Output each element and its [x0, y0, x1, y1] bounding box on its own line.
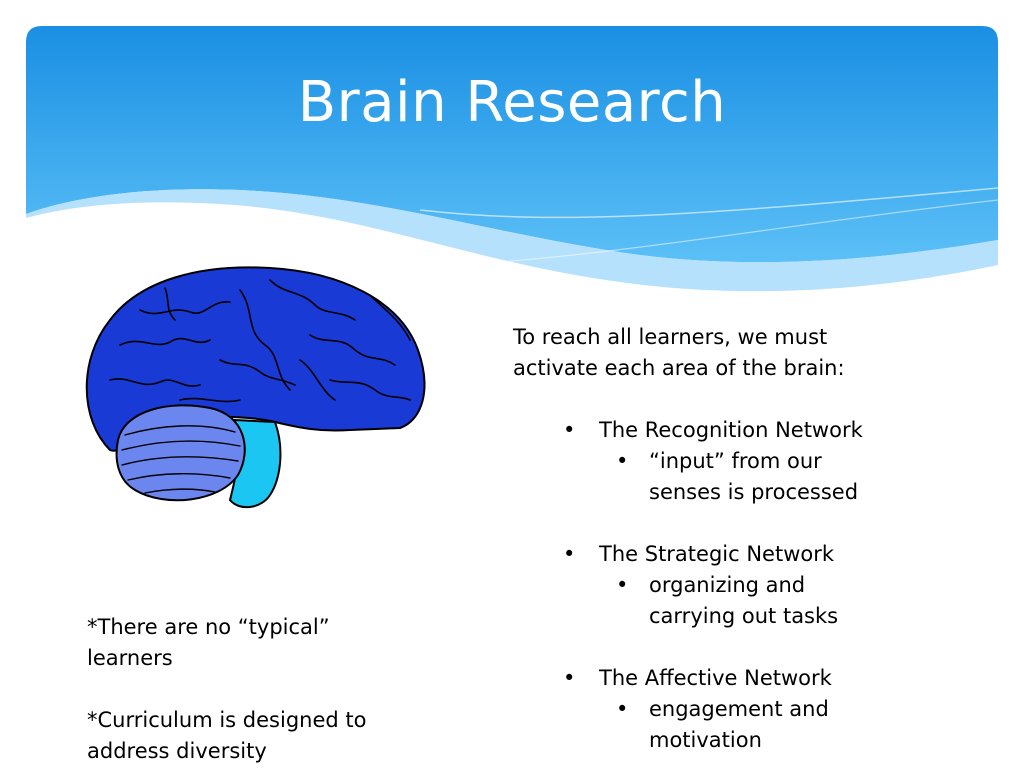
network-detail-line-2: carrying out tasks [649, 604, 839, 628]
header-background [26, 26, 998, 263]
note-line-1: *There are no “typical” [87, 615, 330, 639]
network-detail-line-2: senses is processed [649, 480, 859, 504]
network-list: • The Recognition Network • “input” from… [513, 415, 933, 756]
network-item-affective: • The Affective Network • engagement and… [513, 663, 933, 756]
network-title: The Recognition Network [599, 418, 863, 442]
bullet-dot-icon: • [563, 418, 576, 442]
header-wave-line-2 [499, 199, 999, 263]
network-item-recognition: • The Recognition Network • “input” from… [513, 415, 933, 508]
network-item-strategic: • The Strategic Network • organizing and… [513, 539, 933, 632]
bullet-dot-icon: • [563, 666, 576, 690]
network-title: The Strategic Network [599, 542, 835, 566]
notes-panel: *There are no “typical” learners *Curric… [87, 612, 427, 767]
bullet-dot-icon: • [563, 542, 576, 566]
bullet-dot-icon: • [616, 573, 629, 597]
header-banner [26, 26, 999, 292]
cerebellum [115, 404, 246, 502]
networks-panel: To reach all learners, we must activate … [513, 322, 933, 756]
intro-text-line-2: activate each area of the brain: [513, 356, 845, 380]
note-curriculum-diversity: *Curriculum is designed to address diver… [87, 705, 427, 767]
note-typical-learners: *There are no “typical” learners [87, 612, 427, 674]
intro-text-line-1: To reach all learners, we must [513, 325, 828, 349]
note-line-1: *Curriculum is designed to [87, 708, 367, 732]
network-detail-line-1: engagement and [649, 697, 829, 721]
bullet-dot-icon: • [616, 449, 629, 473]
network-detail-line-1: “input” from our [649, 449, 822, 473]
header-wave-light [26, 189, 998, 292]
note-line-2: learners [87, 646, 173, 670]
slide-title: Brain Research [297, 70, 727, 135]
note-line-2: address diversity [87, 739, 267, 763]
bullet-dot-icon: • [616, 697, 629, 721]
network-detail: • engagement and motivation [599, 694, 933, 756]
network-detail-line-1: organizing and [649, 573, 806, 597]
brain-illustration-icon [85, 266, 426, 509]
header-wave-line [419, 187, 999, 219]
network-detail: • “input” from our senses is processed [599, 446, 933, 508]
network-title: The Affective Network [599, 666, 832, 690]
network-detail: • organizing and carrying out tasks [599, 570, 933, 632]
network-detail-line-2: motivation [649, 728, 762, 752]
